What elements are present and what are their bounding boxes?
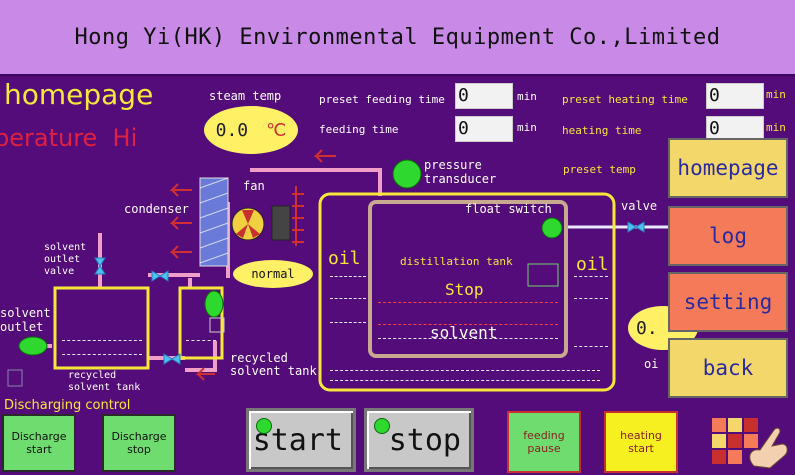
discharge-stop-line1: Discharge: [111, 430, 167, 443]
menu-log-button[interactable]: log: [668, 206, 788, 266]
fan-status-badge: normal: [233, 260, 313, 288]
pressure-transducer-label: pressure transducer: [424, 158, 496, 186]
solvent-outlet-valve-label: solvent outlet valve: [44, 242, 86, 278]
preset-heating-unit: min: [766, 88, 786, 101]
menu-setting-button[interactable]: setting: [668, 272, 788, 332]
recycled-tank-small: [178, 286, 224, 360]
rtl-line1: recycled: [230, 351, 288, 365]
rtl-line2: solvent tank: [230, 364, 317, 378]
valves: [94, 221, 645, 365]
solvent-label: solvent: [430, 323, 498, 342]
distillation-tank-body: [368, 200, 568, 358]
sov-line2: outlet: [44, 254, 81, 265]
feeding-time-value: 0: [455, 116, 513, 142]
sov-line1: solvent: [44, 242, 87, 253]
preset-feeding-input[interactable]: 0: [455, 83, 513, 109]
heating-time-label: heating time: [562, 124, 642, 137]
stop-label: stop: [388, 422, 461, 458]
so-line1: solvent: [0, 306, 51, 320]
discharging-control-label: Discharging control: [4, 398, 131, 413]
float-switch-label: float switch: [465, 202, 552, 216]
title-bar: Hong Yi(HK) Environmental Equipment Co.,…: [0, 0, 795, 76]
pressure-indicator: [392, 159, 422, 189]
company-title: Hong Yi(HK) Environmental Equipment Co.,…: [74, 24, 721, 50]
recycled-tank-small-label: recycled solvent tank: [68, 370, 140, 394]
preset-feeding-unit: min: [517, 90, 537, 103]
heating-start-button[interactable]: heating start: [604, 411, 678, 473]
oil-label-cut: oi: [644, 357, 659, 371]
main-panel: homepage perature Hi steam temp 0.0 ℃ pr…: [0, 78, 795, 475]
rts-line1: recycled: [68, 370, 117, 381]
rts-line2: solvent tank: [68, 382, 141, 393]
start-button[interactable]: start: [246, 408, 356, 472]
pressure-label-line1: pressure: [424, 158, 482, 172]
menu-homepage-button[interactable]: homepage: [668, 138, 788, 198]
start-indicator: [256, 418, 272, 434]
stop-indicator: [374, 418, 390, 434]
solvent-outlet-label: solvent outlet: [0, 306, 51, 334]
discharge-start-button[interactable]: Discharge start: [2, 414, 76, 472]
oil-jacket: [318, 192, 616, 392]
distillation-tank-label: distillation tank: [400, 255, 513, 268]
feeding-pause-line1: feeding: [523, 429, 565, 442]
heating-time-value: 0: [706, 116, 764, 142]
recycled-tank-large-label: recycled solvent tank: [230, 352, 317, 378]
feeding-time-label: feeding time: [319, 123, 399, 136]
steam-temp-label: steam temp: [209, 89, 282, 103]
preset-temp-label: preset temp: [563, 163, 636, 176]
discharge-start-line2: start: [26, 443, 52, 456]
valve-label: valve: [621, 199, 658, 213]
keypad-hand-icon[interactable]: [710, 414, 790, 472]
preset-heating-input[interactable]: 0: [706, 83, 764, 109]
process-diagram: [7, 149, 668, 392]
feeding-pause-button[interactable]: feeding pause: [507, 411, 581, 473]
scrolling-alarm-text: perature Hi: [0, 124, 138, 152]
process-state: Stop: [445, 280, 484, 299]
oil-label-right: oil: [576, 254, 609, 275]
solvent-tank-left: [53, 286, 150, 370]
discharge-start-line1: Discharge: [11, 430, 67, 443]
heating-start-line2: start: [628, 442, 654, 455]
condenser-label: condenser: [124, 202, 190, 216]
preset-heating-label: preset heating time: [562, 93, 688, 106]
feeding-pause-line2: pause: [527, 442, 561, 455]
fan-label: fan: [243, 179, 265, 193]
condenser-unit: [199, 177, 229, 267]
page-title: homepage: [4, 78, 154, 111]
flow-arrows: [169, 149, 336, 381]
feeding-time-unit: min: [517, 121, 537, 134]
heating-time-unit: min: [766, 121, 786, 134]
so-line2: outlet: [0, 320, 44, 334]
pressure-label-line2: transducer: [424, 172, 497, 186]
discharge-stop-button[interactable]: Discharge stop: [102, 414, 176, 472]
menu-back-button[interactable]: back: [668, 338, 788, 398]
float-switch-indicator: [541, 217, 563, 239]
steam-temp-value: 0.0: [215, 119, 249, 141]
discharge-stop-line2: stop: [127, 443, 151, 456]
heating-start-line1: heating: [620, 429, 662, 442]
steam-temp-display: 0.0 ℃: [204, 106, 298, 154]
preset-feeding-label: preset feeding time: [319, 93, 445, 106]
sov-line3: valve: [44, 266, 75, 277]
steam-temp-unit: ℃: [266, 119, 287, 141]
oil-label-left: oil: [328, 248, 361, 269]
